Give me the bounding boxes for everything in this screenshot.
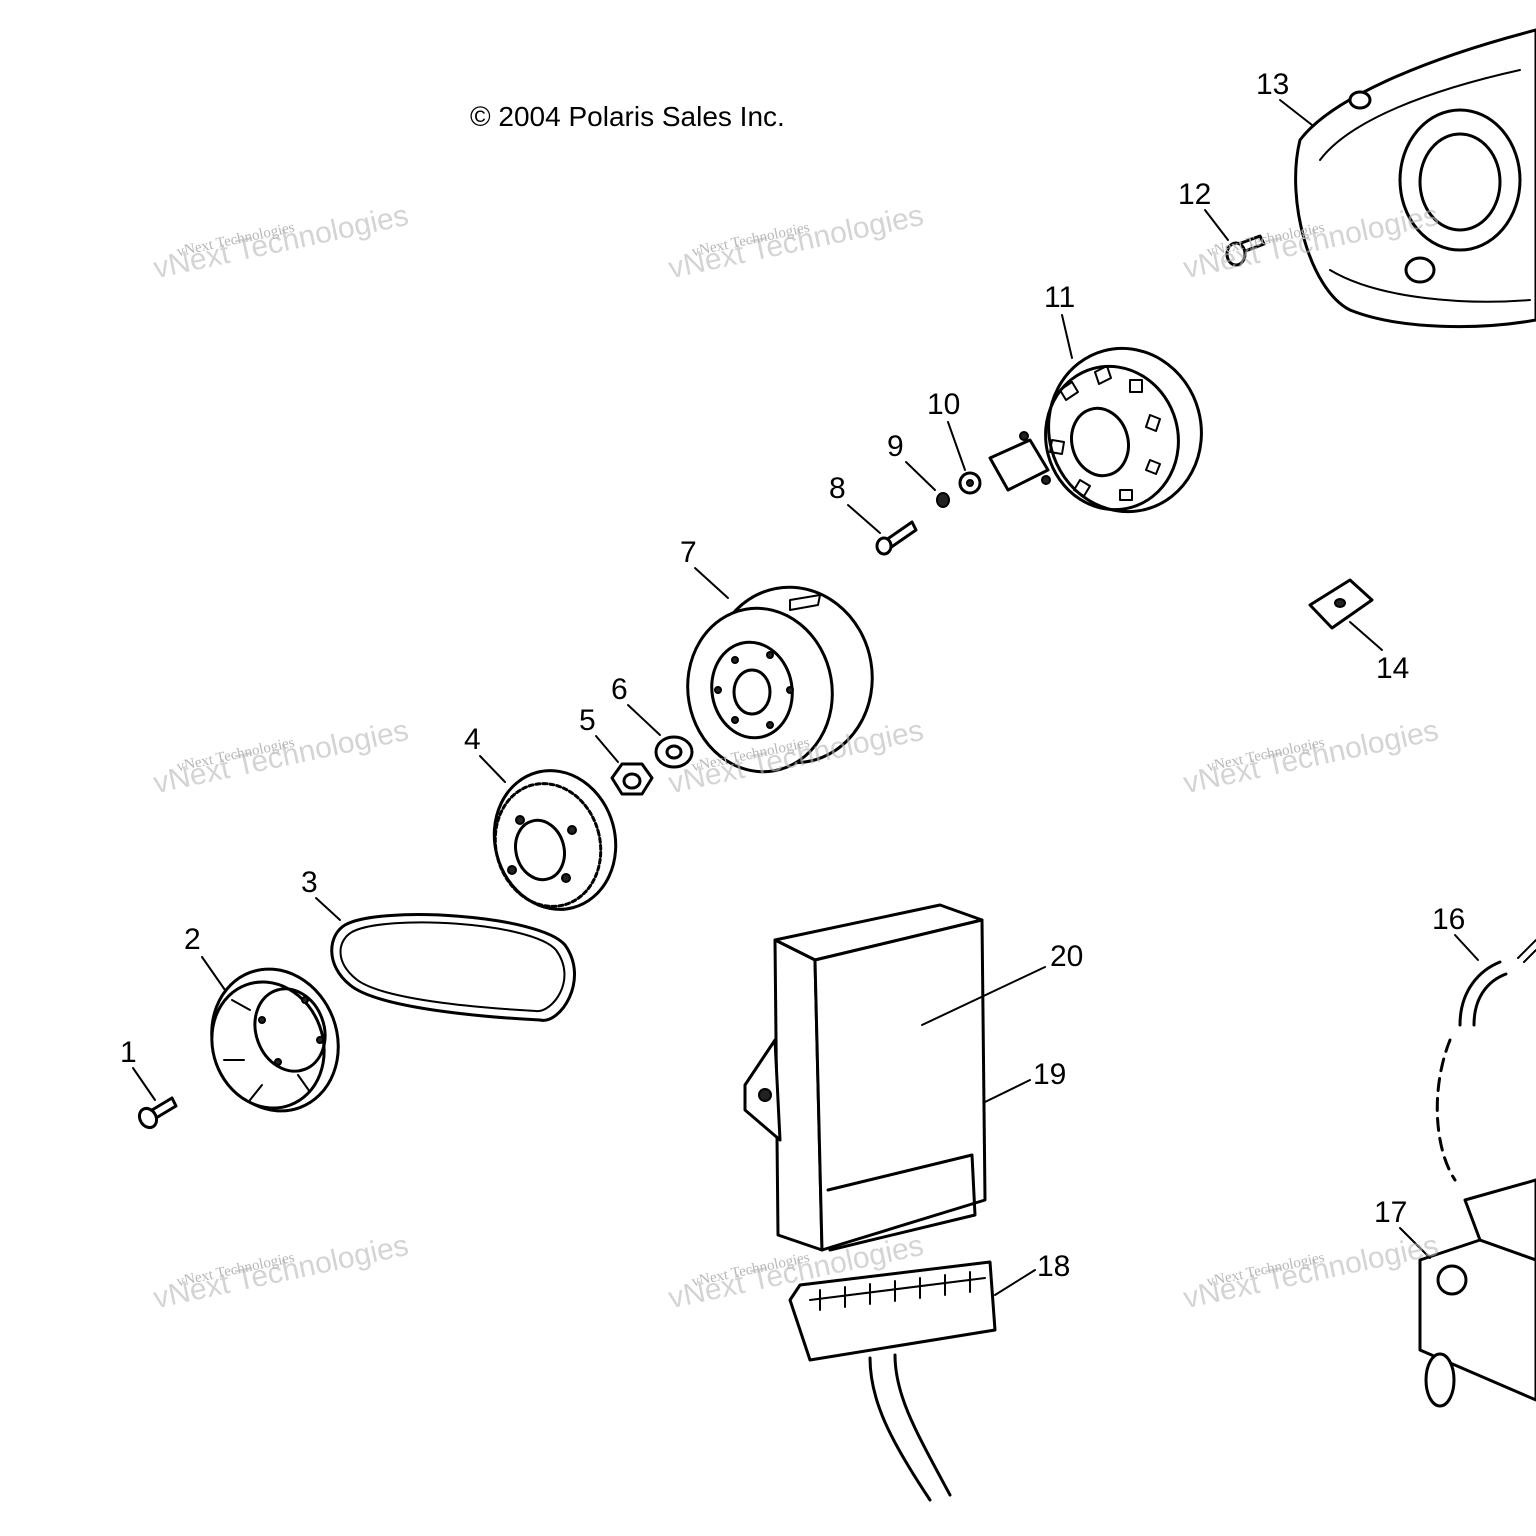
part-10-washer bbox=[958, 471, 982, 495]
callout-5: 5 bbox=[579, 704, 596, 737]
part-7-flywheel bbox=[686, 585, 874, 774]
part-12-bolt bbox=[1225, 234, 1266, 267]
part-11-stator bbox=[988, 346, 1203, 514]
part-8-screw bbox=[875, 520, 918, 556]
callout-9: 9 bbox=[887, 430, 904, 463]
copyright-notice: © 2004 Polaris Sales Inc. bbox=[470, 101, 785, 132]
part-13-cover bbox=[1294, 28, 1536, 329]
part-2-pulley bbox=[210, 967, 340, 1113]
callout-16: 16 bbox=[1432, 903, 1466, 936]
part-9-lock-washer bbox=[936, 492, 950, 508]
callout-17: 17 bbox=[1374, 1196, 1408, 1229]
callout-7: 7 bbox=[680, 536, 697, 569]
callout-18: 18 bbox=[1037, 1250, 1071, 1283]
part-1-bolt bbox=[137, 1096, 178, 1130]
callout-10: 10 bbox=[927, 388, 961, 421]
part-14-clip bbox=[1308, 578, 1374, 630]
callout-19: 19 bbox=[1033, 1058, 1067, 1091]
callout-8: 8 bbox=[829, 472, 846, 505]
callout-4: 4 bbox=[464, 723, 481, 756]
callout-3: 3 bbox=[301, 866, 318, 899]
part-6-washer bbox=[654, 735, 694, 769]
leader-lines bbox=[132, 99, 1479, 1296]
callout-1: 1 bbox=[120, 1036, 137, 1069]
part-16-hose bbox=[1435, 939, 1536, 1182]
part-19-20-cdi-box bbox=[743, 903, 987, 1252]
callout-14: 14 bbox=[1376, 652, 1410, 685]
callout-13: 13 bbox=[1256, 68, 1290, 101]
part-17-coil bbox=[1418, 1178, 1536, 1408]
callout-12: 12 bbox=[1178, 178, 1212, 211]
part-18-connector bbox=[788, 1260, 997, 1502]
callout-11: 11 bbox=[1044, 281, 1076, 314]
callout-20: 20 bbox=[1050, 940, 1084, 973]
part-5-nut bbox=[610, 762, 654, 796]
callout-2: 2 bbox=[184, 923, 201, 956]
part-3-belt bbox=[330, 913, 576, 1022]
callout-6: 6 bbox=[611, 673, 628, 706]
part-4-gear bbox=[492, 769, 618, 911]
